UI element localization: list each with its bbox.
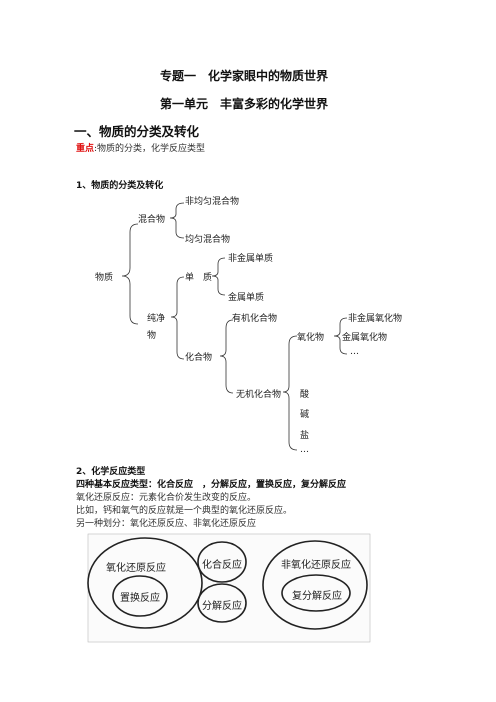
tree-salt: 盐 [300,431,310,441]
redox-example: 比如，钙和氧气的反应就是一个典型的氧化还原反应。 [76,506,293,516]
section-heading-classification: 一、物质的分类及转化 [74,124,200,139]
basic-reaction-types: 四种基本反应类型：化合反应 ，分解反应，置换反应，复分解反应 [76,480,347,490]
redox-ellipse [87,537,203,629]
decomposition-ellipse [197,583,247,623]
tree-heterogeneous: 非均匀混合物 [185,197,240,207]
tree-oxide-more: … [350,347,359,357]
tree-organic: 有机化合物 [232,314,278,324]
displacement-ellipse [112,575,168,617]
tree-nonmetal-oxide: 非金属氧化物 [348,314,403,324]
tree-homogeneous: 均匀混合物 [185,235,231,245]
label-redox: 氧化还原反应 [106,563,166,574]
other-classification: 另一种划分：氧化还原反应、非氧化还原反应 [76,519,257,529]
tree-pure-line2: 物 [147,331,157,341]
bracket-element [211,257,226,296]
tree-nonmetal-element: 非金属单质 [228,254,274,264]
label-decomposition: 分解反应 [202,601,242,612]
label-combination: 化合反应 [202,560,242,571]
label-double-decomp: 复分解反应 [292,591,342,602]
subheading-reaction-types: 2、化学反应类型 [76,467,146,477]
tree-element: 单 质 [185,273,213,283]
tree-oxide: 氧化物 [297,333,325,343]
label-displacement: 置换反应 [120,593,160,604]
bracket-compound [219,319,234,394]
key-label: 重点 [76,144,95,154]
tree-root: 物质 [95,273,114,283]
label-non-redox: 非氧化还原反应 [281,560,351,571]
non-redox-ellipse [262,540,368,630]
tree-mixture: 混合物 [138,215,166,225]
bracket-inorganic [282,335,298,451]
bracket-pure [170,276,185,360]
redox-definition: 氧化还原反应：元素化合价发生改变的反应。 [76,493,257,503]
subheading-classification: 1、物质的分类及转化 [76,181,164,191]
page-subtitle: 第一单元 丰富多彩的化学世界 [160,97,329,111]
tree-inorganic: 无机化合物 [236,390,282,400]
tree-compound: 化合物 [185,353,213,363]
tree-metal-element: 金属单质 [228,293,265,303]
key-point-line: 重点:物质的分类，化学反应类型 [76,141,205,154]
bracket-oxide [333,317,348,355]
tree-metal-oxide: 金属氧化物 [342,333,388,343]
bracket-root [121,223,139,325]
key-text: :物质的分类，化学反应类型 [94,144,206,154]
page-title: 专题一 化学家眼中的物质世界 [160,69,329,83]
tree-base: 碱 [300,410,310,420]
tree-inorganic-more: … [300,445,309,455]
bracket-mixture [169,202,185,239]
tree-acid: 酸 [300,390,310,400]
tree-pure-line1: 纯净 [147,314,166,324]
combination-ellipse [197,541,247,583]
double-decomp-ellipse [281,574,351,612]
